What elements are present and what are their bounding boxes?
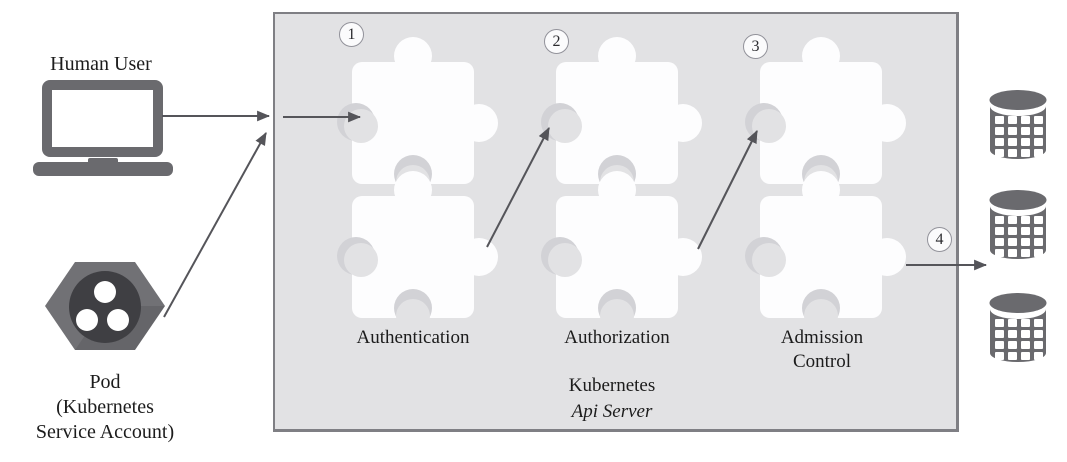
step-badge-1: 1 xyxy=(339,22,364,47)
puzzle-piece-authentication-bottom xyxy=(337,171,498,333)
step-badge-4: 4 xyxy=(927,227,952,252)
database-cylinder-icon xyxy=(989,293,1047,362)
step-badge-3: 3 xyxy=(743,34,768,59)
stage-label-authorization: Authorization xyxy=(564,327,670,348)
arrow-authentication-to-authorization xyxy=(486,127,550,248)
puzzle-piece-authorization-bottom xyxy=(541,171,702,333)
pod-hexagon-icon xyxy=(45,262,165,350)
laptop-icon xyxy=(33,80,173,176)
pod-sublabel-line1: (Kubernetes xyxy=(56,396,154,418)
stage-label-authentication: Authentication xyxy=(356,327,470,348)
database-cylinder-icon xyxy=(989,190,1047,259)
puzzle-piece-admission-bottom xyxy=(745,171,906,333)
arrow-pod-to-api xyxy=(163,132,267,318)
stage-label-admission-control: Admission Control xyxy=(780,327,864,372)
human-user-label: Human User xyxy=(50,53,152,75)
arrow-authorization-to-admission xyxy=(697,130,758,250)
database-cylinder-icon xyxy=(989,90,1047,159)
api-server-title-line2: Api Server xyxy=(571,401,653,422)
api-server-title-line1: Kubernetes xyxy=(568,375,656,396)
pod-sublabel-line2: Service Account) xyxy=(35,421,175,443)
step-badge-2: 2 xyxy=(544,29,569,54)
pod-label: Pod xyxy=(89,371,121,393)
